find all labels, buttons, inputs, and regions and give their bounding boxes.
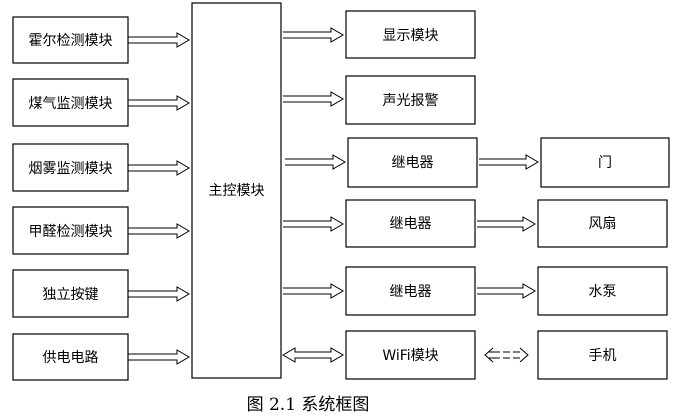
arrow-keys-to-controller [128,286,190,302]
relay-fan-box: 继电器 [345,199,476,248]
independent-keys-box: 独立按键 [12,269,129,318]
main-control-module-box: 主控模块 [191,2,282,379]
display-module-label: 显示模块 [383,28,439,44]
display-module-box: 显示模块 [345,10,476,59]
mobile-phone-label: 手机 [589,348,617,364]
formaldehyde-detect-module-label: 甲醛检测模块 [29,224,113,240]
power-supply-circuit-box: 供电电路 [12,333,129,381]
arrow-controller-wifi-bidirectional [282,347,344,363]
arrow-hall-to-controller [128,32,190,48]
relay-pump-box: 继电器 [345,266,476,316]
arrow-controller-to-relay-door [285,154,346,170]
hall-sensor-module-label: 霍尔检测模块 [29,33,113,49]
fan-box: 风扇 [537,199,668,248]
relay-pump-label: 继电器 [390,284,432,300]
door-box: 门 [540,137,670,188]
wifi-phone-wireless-link [484,347,529,363]
relay-door-box: 继电器 [347,137,478,188]
arrow-controller-to-alarm [283,91,344,107]
water-pump-box: 水泵 [537,266,668,316]
arrow-formaldehyde-to-controller [128,223,190,239]
relay-fan-label: 继电器 [390,216,432,232]
sound-light-alarm-box: 声光报警 [345,75,476,125]
gas-monitor-module-label: 煤气监测模块 [29,96,113,112]
formaldehyde-detect-module-box: 甲醛检测模块 [12,206,129,255]
gas-monitor-module-box: 煤气监测模块 [12,78,129,127]
arrow-relay-to-pump [477,283,536,299]
relay-door-label: 继电器 [392,155,434,171]
independent-keys-label: 独立按键 [43,287,99,303]
arrow-power-to-controller [128,349,190,365]
arrow-relay-to-fan [477,216,536,232]
arrow-controller-to-relay-fan [283,216,344,232]
mobile-phone-box: 手机 [537,330,668,380]
smoke-monitor-module-box: 烟雾监测模块 [12,143,129,192]
fan-label: 风扇 [589,216,617,232]
smoke-monitor-module-label: 烟雾监测模块 [29,161,113,177]
arrow-gas-to-controller [128,95,190,111]
sound-light-alarm-label: 声光报警 [383,93,439,109]
arrow-controller-to-relay-pump [283,283,344,299]
door-label: 门 [598,155,612,171]
wifi-module-box: WiFi模块 [345,330,476,380]
power-supply-circuit-label: 供电电路 [43,350,99,366]
figure-caption: 图 2.1 系统框图 [247,395,370,415]
main-control-module-label: 主控模块 [209,183,265,199]
arrow-relay-to-door [479,154,539,170]
water-pump-label: 水泵 [589,284,617,300]
arrow-controller-to-display [283,27,344,43]
hall-sensor-module-box: 霍尔检测模块 [12,16,129,64]
arrow-smoke-to-controller [128,160,190,176]
wifi-module-label: WiFi模块 [382,348,438,364]
